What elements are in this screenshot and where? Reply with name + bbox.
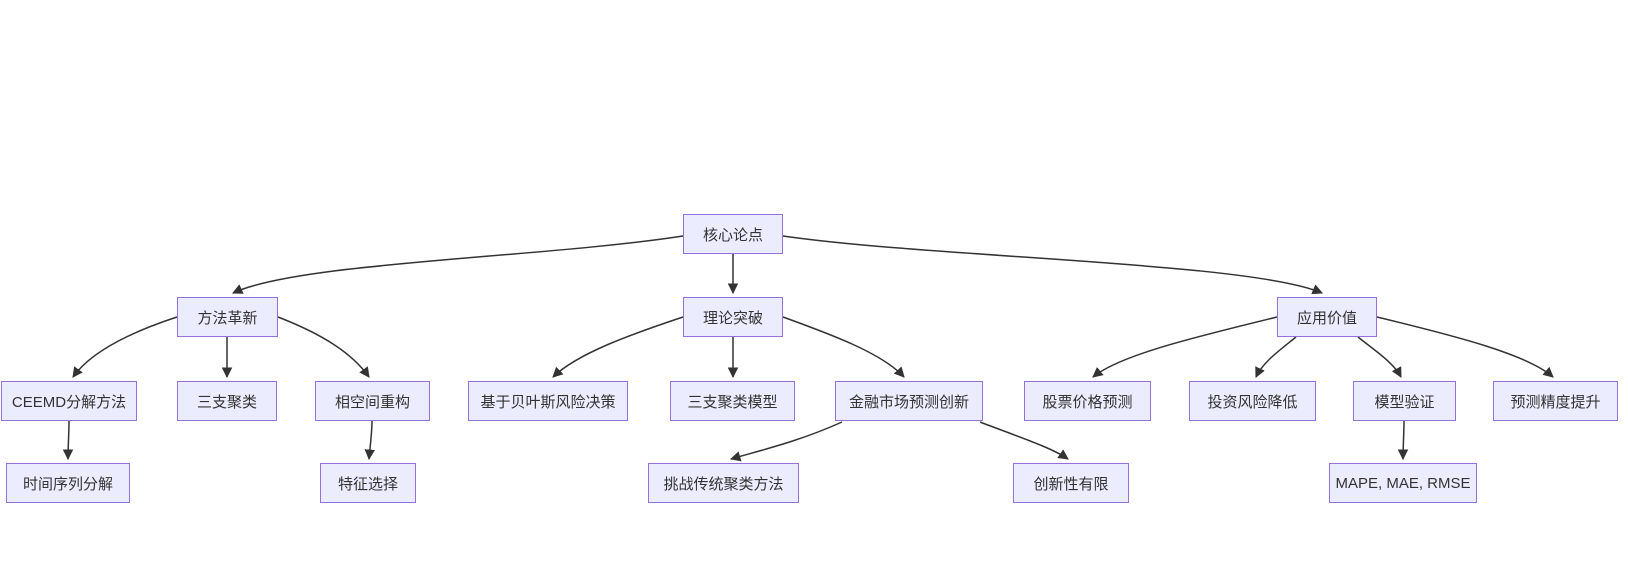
node-core-thesis: 核心论点 (683, 214, 783, 254)
edge-phase-to-feature (364, 420, 376, 461)
node-prediction-accuracy-improvement-label: 预测精度提升 (1510, 393, 1601, 411)
node-bayesian-risk-decision: 基于贝叶斯风险决策 (468, 381, 628, 421)
node-prediction-accuracy-improvement: 预测精度提升 (1493, 381, 1618, 421)
node-core-thesis-label: 核心论点 (702, 226, 763, 244)
edge-theory-to-finance (782, 316, 905, 378)
node-time-series-decomposition: 时间序列分解 (6, 463, 130, 503)
node-challenge-traditional-clustering-label: 挑战传统聚类方法 (663, 475, 784, 493)
edge-method-to-ceemd (72, 316, 178, 378)
node-ceemd-method-label: CEEMD分解方法 (11, 393, 127, 411)
node-time-series-decomposition-label: 时间序列分解 (22, 475, 113, 493)
edge-finance-to-limited (979, 421, 1069, 460)
edge-application-to-risk (1255, 336, 1297, 378)
node-ceemd-method: CEEMD分解方法 (1, 381, 137, 421)
node-three-way-clustering: 三支聚类 (177, 381, 277, 421)
node-phase-space-reconstruction: 相空间重构 (315, 381, 430, 421)
node-evaluation-metrics-label: MAPE, MAE, RMSE (1335, 474, 1471, 492)
node-method-innovation: 方法革新 (177, 297, 278, 337)
node-financial-forecast-innovation: 金融市场预测创新 (835, 381, 983, 421)
node-theory-breakthrough-label: 理论突破 (702, 309, 763, 327)
node-investment-risk-reduction-label: 投资风险降低 (1207, 393, 1298, 411)
node-feature-selection-label: 特征选择 (337, 475, 398, 493)
edge-finance-to-challenge (729, 421, 843, 462)
node-stock-price-prediction-label: 股票价格预测 (1042, 393, 1133, 411)
edge-method-to-phase (277, 316, 370, 378)
edge-core-to-application (782, 235, 1323, 295)
node-limited-innovation: 创新性有限 (1013, 463, 1129, 503)
node-limited-innovation-label: 创新性有限 (1033, 475, 1109, 493)
node-three-way-clustering-label: 三支聚类 (196, 393, 257, 411)
edge-application-to-stock (1092, 316, 1278, 378)
node-model-validation: 模型验证 (1353, 381, 1456, 421)
edge-application-to-validation (1357, 336, 1402, 378)
node-three-way-clustering-model: 三支聚类模型 (670, 381, 795, 421)
node-theory-breakthrough: 理论突破 (683, 297, 783, 337)
node-evaluation-metrics: MAPE, MAE, RMSE (1329, 463, 1477, 503)
node-method-innovation-label: 方法革新 (197, 309, 258, 327)
node-model-validation-label: 模型验证 (1374, 393, 1435, 411)
node-stock-price-prediction: 股票价格预测 (1024, 381, 1151, 421)
edge-application-to-accuracy (1376, 316, 1554, 378)
node-feature-selection: 特征选择 (320, 463, 416, 503)
node-challenge-traditional-clustering: 挑战传统聚类方法 (648, 463, 799, 503)
edge-theory-to-bayes (552, 316, 684, 378)
node-phase-space-reconstruction-label: 相空间重构 (334, 393, 410, 411)
node-investment-risk-reduction: 投资风险降低 (1189, 381, 1316, 421)
node-financial-forecast-innovation-label: 金融市场预测创新 (848, 393, 969, 411)
node-application-value: 应用价值 (1277, 297, 1377, 337)
node-application-value-label: 应用价值 (1296, 309, 1357, 327)
edge-ceemd-to-decompose (62, 420, 74, 461)
edge-validation-to-metrics (1397, 420, 1409, 461)
edge-core-to-method (232, 235, 684, 294)
node-bayesian-risk-decision-label: 基于贝叶斯风险决策 (480, 393, 616, 411)
node-three-way-clustering-model-label: 三支聚类模型 (687, 393, 778, 411)
